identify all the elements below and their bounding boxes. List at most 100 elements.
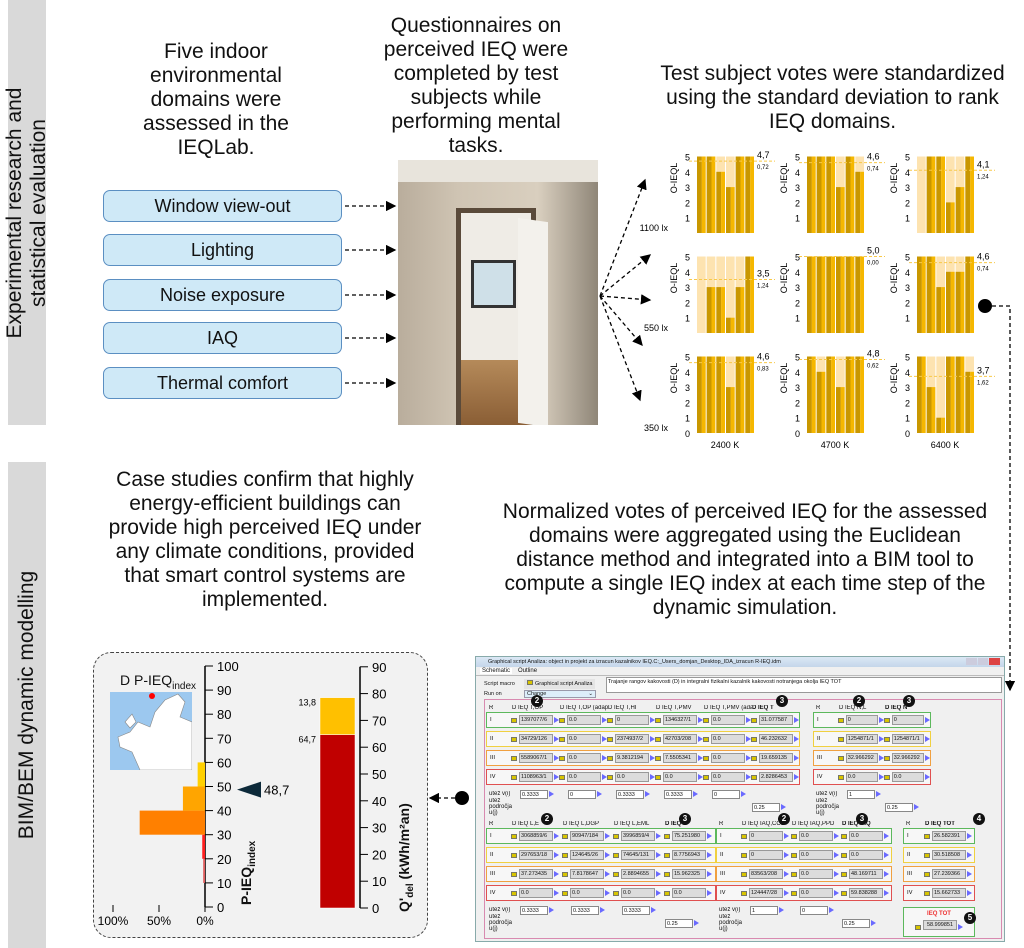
output-port-icon[interactable]: [784, 890, 789, 896]
output-port-icon[interactable]: [602, 736, 607, 742]
output-port-icon[interactable]: [871, 920, 876, 926]
output-port-icon[interactable]: [605, 833, 610, 839]
output-port-icon[interactable]: [746, 755, 751, 761]
value-field[interactable]: 0.0: [567, 772, 601, 782]
output-port-icon[interactable]: [876, 791, 881, 797]
output-port-icon[interactable]: [794, 736, 799, 742]
output-port-icon[interactable]: [925, 736, 930, 742]
value-field[interactable]: 0.0: [567, 753, 601, 763]
output-port-icon[interactable]: [650, 736, 655, 742]
value-field[interactable]: 0: [615, 715, 649, 725]
tab-outline[interactable]: Outline: [518, 668, 538, 674]
value-field[interactable]: 32.966292: [845, 753, 878, 763]
value-field[interactable]: 0.0: [711, 772, 745, 782]
value-field[interactable]: 0.0: [567, 734, 601, 744]
output-port-icon[interactable]: [884, 852, 889, 858]
weight-field[interactable]: 0: [800, 905, 828, 915]
value-field[interactable]: 1108963/1: [519, 772, 553, 782]
value-field[interactable]: 0: [845, 715, 878, 725]
run-on-select[interactable]: Change⌄: [524, 690, 596, 698]
output-port-icon[interactable]: [879, 755, 884, 761]
value-field[interactable]: 46.232632: [759, 734, 793, 744]
weight-field[interactable]: 0.3333: [571, 905, 599, 915]
output-port-icon[interactable]: [554, 852, 559, 858]
value-field[interactable]: 32.966292: [891, 753, 924, 763]
value-field[interactable]: 5589067/1: [519, 753, 553, 763]
value-field[interactable]: 0: [749, 831, 783, 841]
value-field[interactable]: 59.838288: [849, 888, 883, 898]
value-field[interactable]: 26.582391: [932, 831, 966, 841]
value-field[interactable]: 19.659135: [759, 753, 793, 763]
output-port-icon[interactable]: [707, 852, 712, 858]
value-field[interactable]: 124447/28: [749, 888, 783, 898]
value-field[interactable]: 0.0: [711, 753, 745, 763]
output-port-icon[interactable]: [794, 755, 799, 761]
output-port-icon[interactable]: [698, 755, 703, 761]
value-field[interactable]: 15.662733: [932, 888, 966, 898]
output-port-icon[interactable]: [605, 890, 610, 896]
output-port-icon[interactable]: [746, 736, 751, 742]
output-port-icon[interactable]: [884, 833, 889, 839]
value-field[interactable]: 0.0: [799, 869, 833, 879]
weight-field[interactable]: 0: [712, 789, 740, 799]
output-port-icon[interactable]: [698, 717, 703, 723]
output-port-icon[interactable]: [656, 890, 661, 896]
script-macro-value[interactable]: Graphical script Analiza: [524, 679, 596, 689]
output-port-icon[interactable]: [967, 890, 972, 896]
value-field[interactable]: 3068859/6: [519, 831, 553, 841]
output-port-icon[interactable]: [645, 791, 650, 797]
value-field[interactable]: 0.0: [799, 831, 833, 841]
output-port-icon[interactable]: [605, 852, 610, 858]
output-port-icon[interactable]: [650, 755, 655, 761]
output-port-icon[interactable]: [879, 717, 884, 723]
value-field[interactable]: 2.8286453: [759, 772, 793, 782]
value-field[interactable]: 74645/131: [621, 850, 655, 860]
output-port-icon[interactable]: [602, 774, 607, 780]
output-port-icon[interactable]: [784, 852, 789, 858]
value-field[interactable]: 1254871/1: [891, 734, 924, 744]
output-port-icon[interactable]: [698, 736, 703, 742]
output-port-icon[interactable]: [554, 774, 559, 780]
value-field[interactable]: 34729/126: [519, 734, 553, 744]
output-port-icon[interactable]: [650, 717, 655, 723]
weight-field[interactable]: 0.3333: [622, 905, 650, 915]
value-field[interactable]: 0: [891, 715, 924, 725]
output-port-icon[interactable]: [879, 736, 884, 742]
output-port-icon[interactable]: [656, 833, 661, 839]
output-port-icon[interactable]: [554, 736, 559, 742]
output-port-icon[interactable]: [834, 890, 839, 896]
value-field[interactable]: 31.077587: [759, 715, 793, 725]
output-port-icon[interactable]: [967, 833, 972, 839]
value-field[interactable]: 30.518508: [932, 850, 966, 860]
domain-weight-field[interactable]: 0.25: [752, 802, 780, 812]
value-field[interactable]: 0.0: [799, 850, 833, 860]
output-port-icon[interactable]: [600, 907, 605, 913]
output-port-icon[interactable]: [698, 774, 703, 780]
output-port-icon[interactable]: [914, 804, 919, 810]
value-field[interactable]: 0.0: [891, 772, 924, 782]
output-port-icon[interactable]: [925, 774, 930, 780]
output-port-icon[interactable]: [967, 852, 972, 858]
value-field[interactable]: 48.169711: [849, 869, 883, 879]
value-field[interactable]: 0.0: [621, 888, 655, 898]
value-field[interactable]: 75.251980: [672, 831, 706, 841]
output-port-icon[interactable]: [834, 833, 839, 839]
domain-weight-field[interactable]: 0.25: [665, 918, 693, 928]
value-field[interactable]: 42703/208: [663, 734, 697, 744]
minimize-button[interactable]: [966, 658, 977, 665]
value-field[interactable]: 7.8178647: [570, 869, 604, 879]
output-port-icon[interactable]: [834, 852, 839, 858]
output-port-icon[interactable]: [925, 755, 930, 761]
output-port-icon[interactable]: [794, 717, 799, 723]
output-port-icon[interactable]: [605, 871, 610, 877]
value-field[interactable]: 1254871/1: [845, 734, 878, 744]
output-port-icon[interactable]: [554, 871, 559, 877]
output-port-icon[interactable]: [650, 774, 655, 780]
domain-weight-field[interactable]: 0.25: [885, 802, 913, 812]
value-field[interactable]: 0.0: [663, 772, 697, 782]
output-port-icon[interactable]: [602, 717, 607, 723]
value-field[interactable]: 0.0: [615, 772, 649, 782]
value-field[interactable]: 7.5505341: [663, 753, 697, 763]
value-field[interactable]: 9.3812194: [615, 753, 649, 763]
output-port-icon[interactable]: [746, 717, 751, 723]
